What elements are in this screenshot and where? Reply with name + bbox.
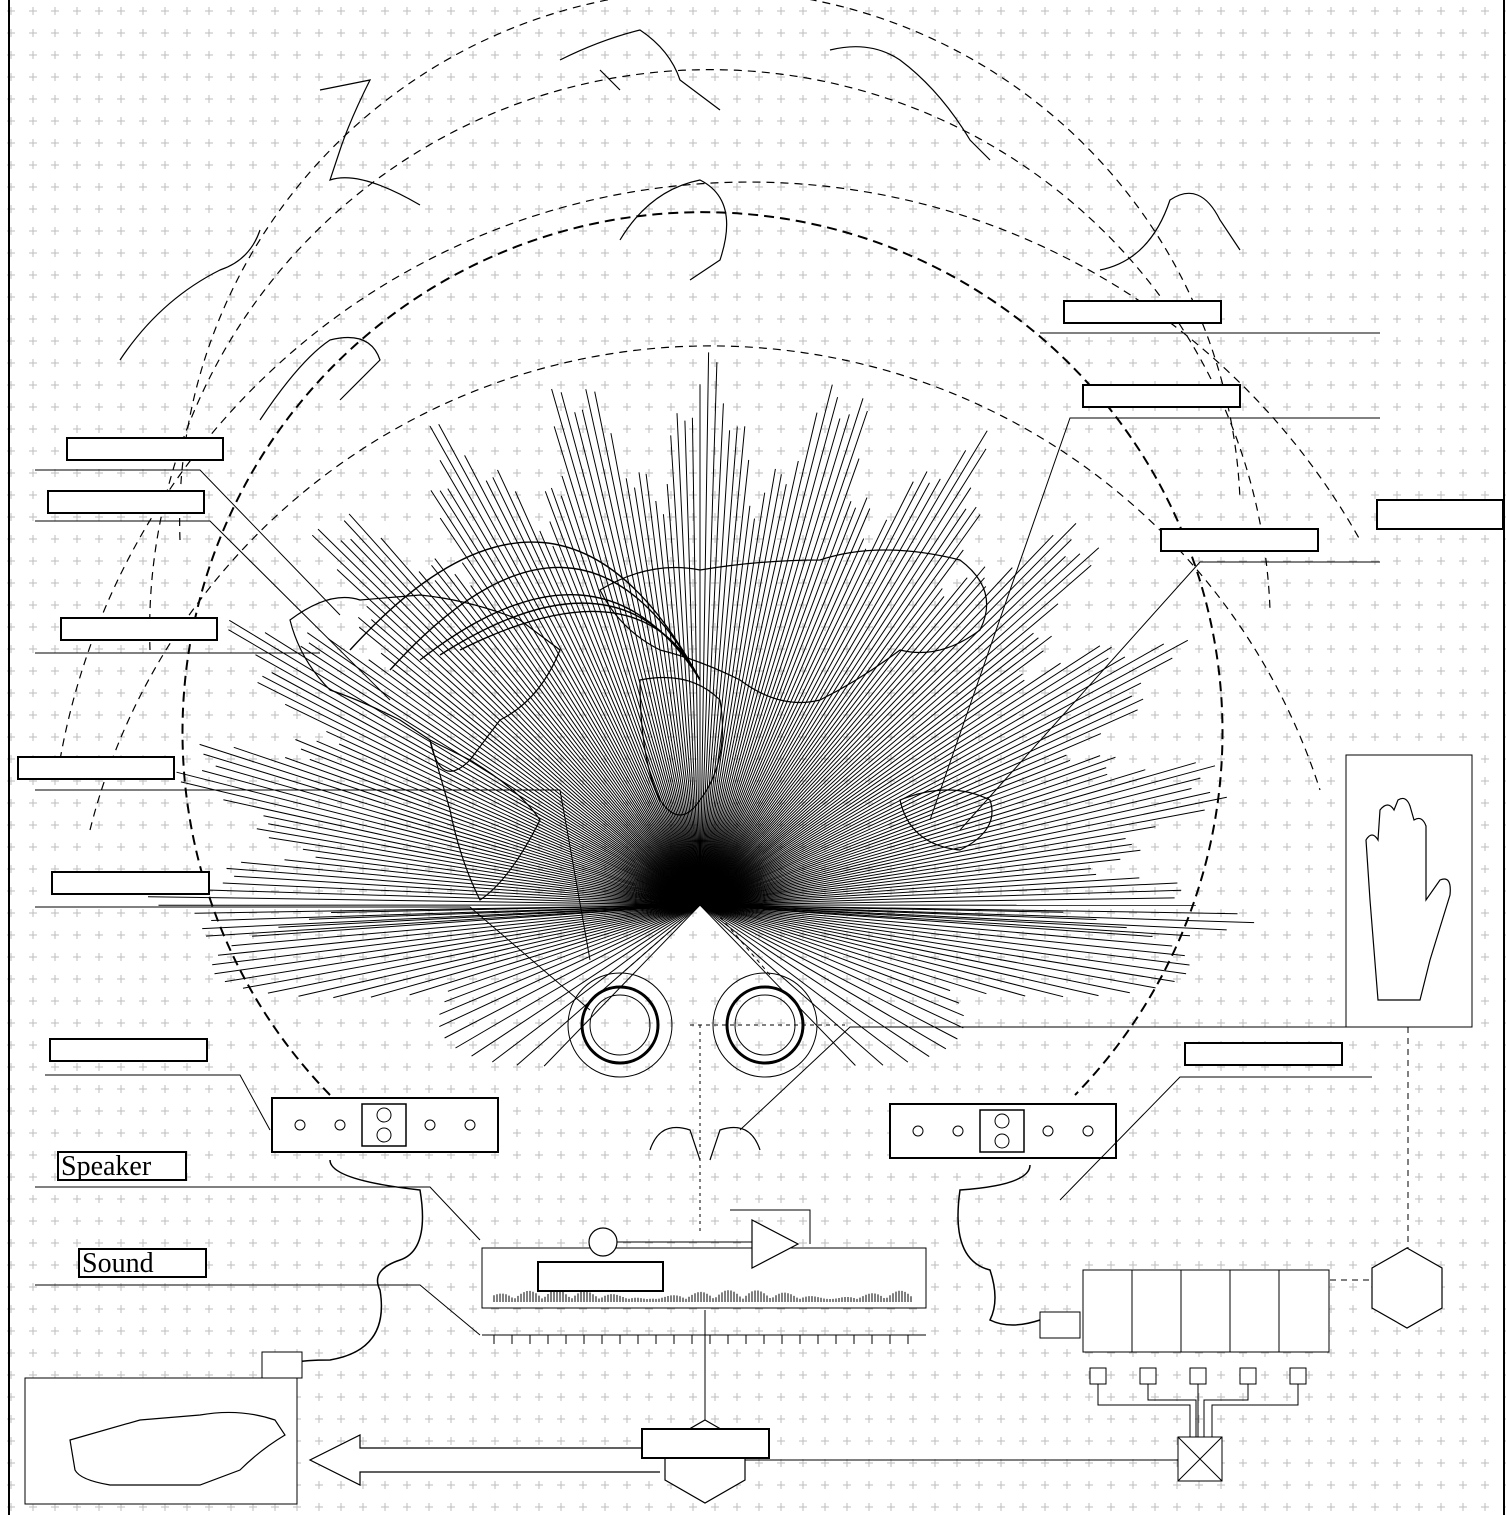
- callout-box: [1184, 1042, 1343, 1066]
- callout-box: [1376, 499, 1504, 530]
- label-sound: Sound: [78, 1248, 207, 1278]
- callout-box: [537, 1261, 664, 1292]
- label-speaker: Speaker: [57, 1151, 187, 1181]
- callout-box: [1063, 300, 1222, 324]
- callout-box: [47, 490, 205, 514]
- callout-box: [49, 1038, 208, 1062]
- callout-box: [641, 1428, 770, 1459]
- hand-panel-right: [1346, 755, 1472, 1027]
- connector-plug: [1040, 1312, 1080, 1338]
- callout-box: [1160, 528, 1319, 552]
- callout-box: [66, 437, 224, 461]
- callout-box: [60, 617, 218, 641]
- callout-box: [1082, 384, 1241, 408]
- source-circle: [589, 1228, 617, 1256]
- speaker-module: [890, 1104, 1116, 1158]
- callout-box: [17, 756, 175, 780]
- callout-box: [51, 871, 210, 895]
- connector-plug: [262, 1352, 302, 1378]
- speaker-module: [272, 1098, 498, 1152]
